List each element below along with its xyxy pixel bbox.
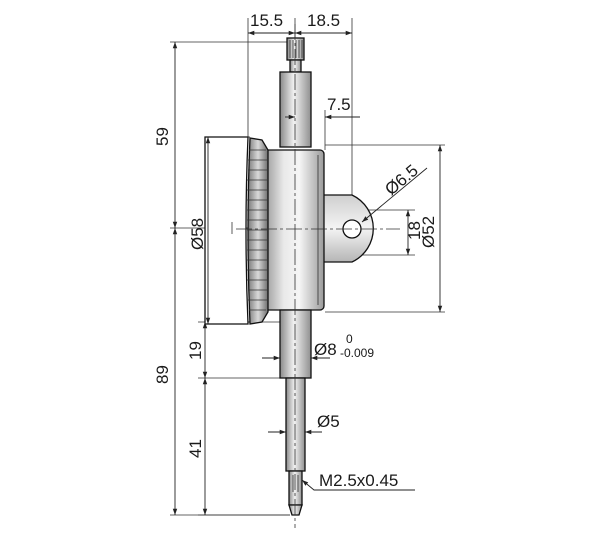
dim-stem-tol-lower: -0.009 xyxy=(340,346,374,360)
dim-stem-diameter: Ø8 xyxy=(314,340,337,359)
dim-back-offset: 7.5 xyxy=(327,95,351,114)
upper-neck xyxy=(289,59,302,73)
dim-stem-offset: 18.5 xyxy=(307,11,340,30)
dim-total-height: 89 xyxy=(153,365,172,384)
dim-top-height: 59 xyxy=(153,127,172,146)
dimension-lines xyxy=(172,30,443,515)
spindle xyxy=(285,377,306,472)
dim-dial-diameter: Ø58 xyxy=(188,218,207,250)
lower-stem xyxy=(279,309,312,379)
dim-spindle-diameter: Ø5 xyxy=(317,412,340,431)
dim-lug-height: 18 xyxy=(405,221,424,240)
dim-lug-hole: Ø6.5 xyxy=(381,161,421,199)
dial-face-edge xyxy=(204,136,249,325)
bezel-knurl xyxy=(247,149,267,311)
dim-back-diameter: Ø52 xyxy=(419,216,438,248)
main-case xyxy=(261,149,325,311)
indicator-body xyxy=(204,37,374,516)
dim-stem-length: 19 xyxy=(186,341,205,360)
dim-tip-thread: M2.5x0.45 xyxy=(319,471,398,490)
top-cap-knurl xyxy=(289,40,303,58)
contact-tip xyxy=(288,504,303,516)
top-cap xyxy=(286,37,305,61)
bezel xyxy=(247,137,269,325)
dim-stem-tol-upper: 0 xyxy=(346,332,353,346)
center-lines xyxy=(236,24,400,528)
contact-point xyxy=(288,470,303,506)
dim-spindle-length: 41 xyxy=(186,439,205,458)
upper-stem xyxy=(279,71,312,148)
dim-cap-offset: 15.5 xyxy=(250,11,283,30)
